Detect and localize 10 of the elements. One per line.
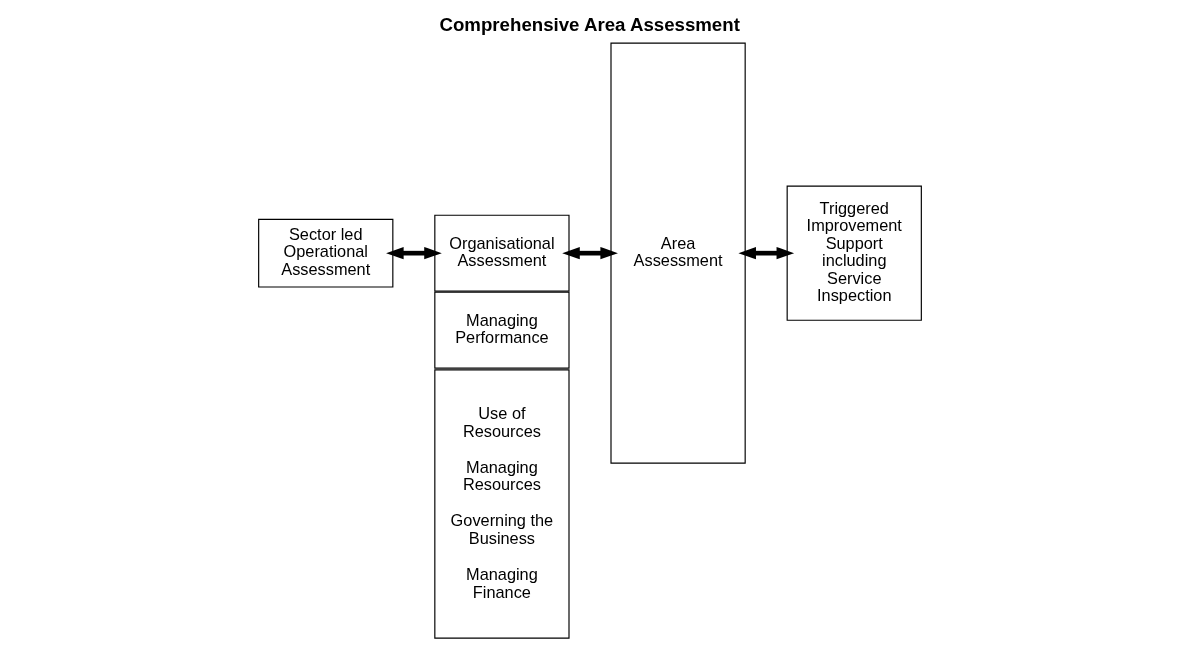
node-box: Managing Performance [434,291,570,369]
arrow [386,247,442,260]
arrow [738,247,795,260]
node-box: Sector led Operational Assessment [258,218,394,288]
diagram-title: Comprehensive Area Assessment [439,14,740,36]
node-box: Use of Resources Managing Resources Governing the Business Managing Finance [434,369,570,639]
arrow [562,247,618,260]
node-box: Organisational Assessment [434,214,570,292]
node-box: Triggered Improvement Support including Service Inspection [786,185,922,321]
node-box: Area Assessment [610,42,746,464]
